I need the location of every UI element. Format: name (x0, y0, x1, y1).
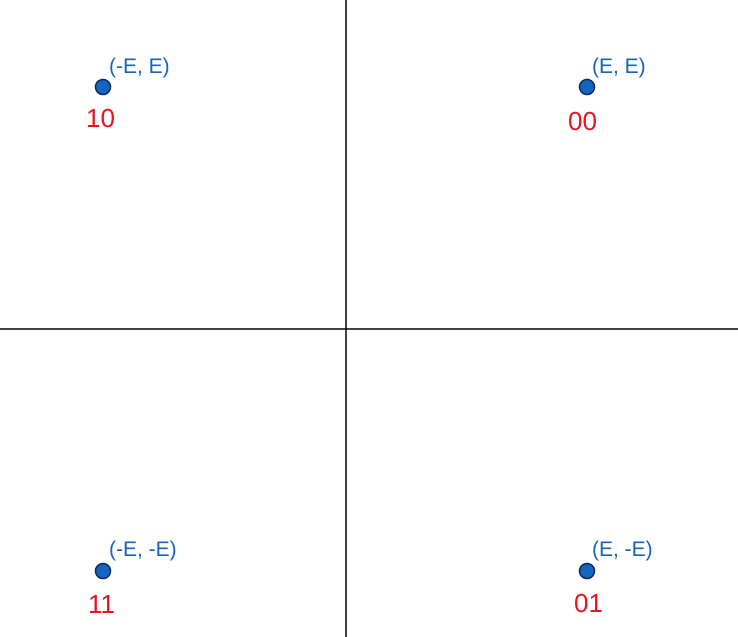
point-code-label: 01 (574, 588, 603, 618)
point-marker (94, 78, 112, 96)
constellation-point-top-left: (-E, E) 10 (86, 55, 170, 133)
point-marker (578, 562, 596, 580)
point-marker (94, 562, 112, 580)
constellation-point-bottom-right: (E, -E) 01 (574, 538, 653, 618)
point-coord-label: (-E, E) (109, 55, 170, 78)
point-coord-label: (E, -E) (592, 538, 653, 561)
point-code-label: 11 (88, 589, 115, 619)
constellation-point-top-right: (E, E) 00 (568, 55, 646, 136)
point-marker (578, 78, 596, 96)
point-code-label: 00 (568, 106, 597, 136)
point-coord-label: (-E, -E) (109, 538, 177, 561)
point-coord-label: (E, E) (592, 55, 646, 78)
point-code-label: 10 (86, 103, 115, 133)
constellation-point-bottom-left: (-E, -E) 11 (88, 538, 177, 619)
